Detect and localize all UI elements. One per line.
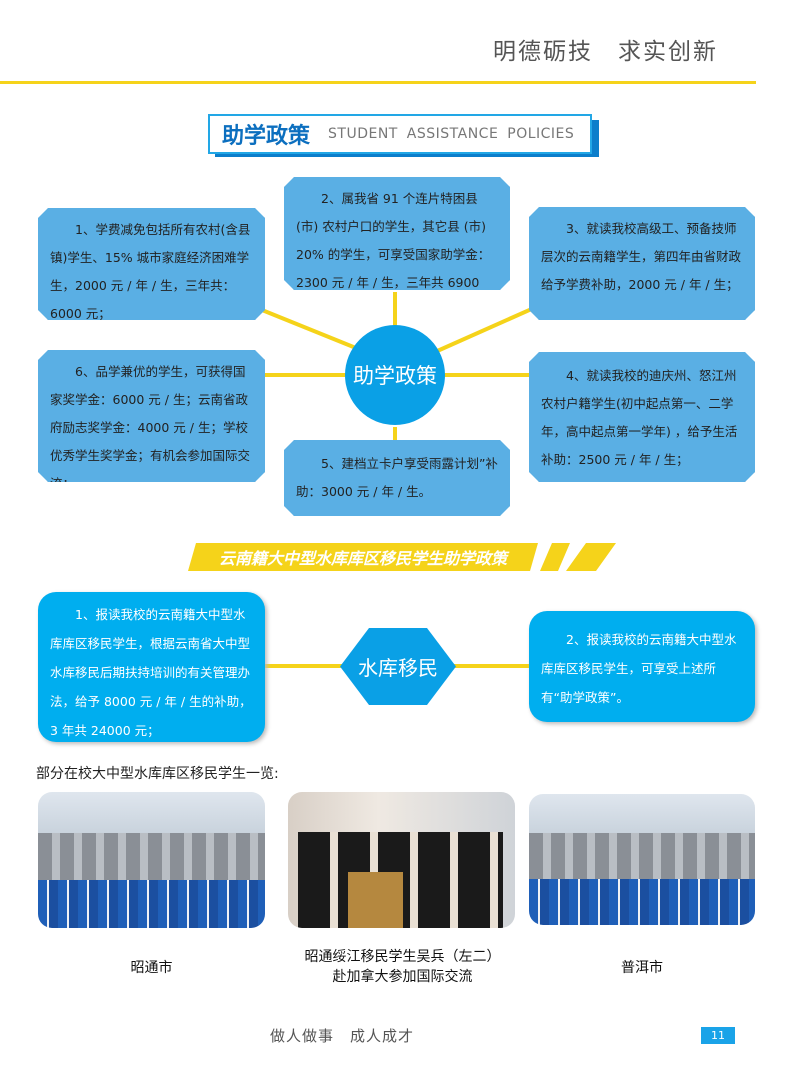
policy-box-1: 1、学费减免包括所有农村(含县镇)学生、15% 城市家庭经济困难学生，2000 … (38, 208, 265, 320)
caption-line: 赴加拿大参加国际交流 (332, 969, 473, 985)
policy-box-3: 3、就读我校高级工、预备技师层次的云南籍学生，第四年由省财政给予学费补助，200… (529, 207, 755, 320)
section-title-zh: 助学政策 (222, 124, 311, 149)
reservoir-box-2: 2、报读我校的云南籍大中型水库库区移民学生，可享受上述所有“助学政策”。 (529, 611, 755, 722)
reservoir-box-1: 1、报读我校的云南籍大中型水库库区移民学生，根据云南省大中型水库移民后期扶持培训… (38, 592, 265, 742)
gallery-label: 部分在校大中型水库库区移民学生一览: (36, 766, 279, 782)
photo-exchange (288, 792, 515, 928)
footer-motto: 做人做事 成人成才 (270, 1027, 415, 1045)
center-circle: 助学政策 (345, 325, 445, 425)
connector-line (434, 307, 532, 354)
center-hexagon: 水库移民 (340, 628, 456, 705)
policy-box-6: 6、品学兼优的学生，可获得国家奖学金：6000 元 / 生；云南省政府励志奖学金… (38, 350, 265, 482)
photo-puer (529, 794, 755, 925)
connector-line (262, 373, 352, 377)
caption-zhaotong: 昭通市 (130, 960, 173, 976)
section2-banner: 云南籍大中型水库库区移民学生助学政策 (188, 543, 538, 571)
photo-zhaotong (38, 792, 265, 928)
caption-line: 昭通绥江移民学生吴兵（左二） (304, 949, 501, 965)
banner-stripe (566, 543, 616, 571)
section-title-en: STUDENT ASSISTANCE POLICIES (328, 126, 575, 142)
connector-line (452, 664, 532, 668)
connector-line (261, 308, 356, 350)
banner-stripe (540, 543, 570, 571)
section-title: 助学政策 STUDENT ASSISTANCE POLICIES (208, 114, 592, 154)
policy-box-2: 2、属我省 91 个连片特困县(市) 农村户口的学生，其它县 (市) 20% 的… (284, 177, 510, 290)
policy-box-4: 4、就读我校的迪庆州、怒江州农村户籍学生(初中起点第一、二学年，高中起点第一学年… (529, 352, 755, 482)
header-divider (0, 81, 756, 84)
header-motto: 明德砺技 求实创新 (493, 39, 718, 65)
policy-box-5: 5、建档立卡户享受雨露计划”补助：3000 元 / 年 / 生。 (284, 440, 510, 516)
connector-line (440, 373, 532, 377)
connector-line (262, 664, 344, 668)
caption-puer: 普洱市 (621, 960, 663, 976)
caption-exchange: 昭通绥江移民学生吴兵（左二） 赴加拿大参加国际交流 (280, 947, 525, 987)
page-number: 11 (701, 1027, 735, 1044)
